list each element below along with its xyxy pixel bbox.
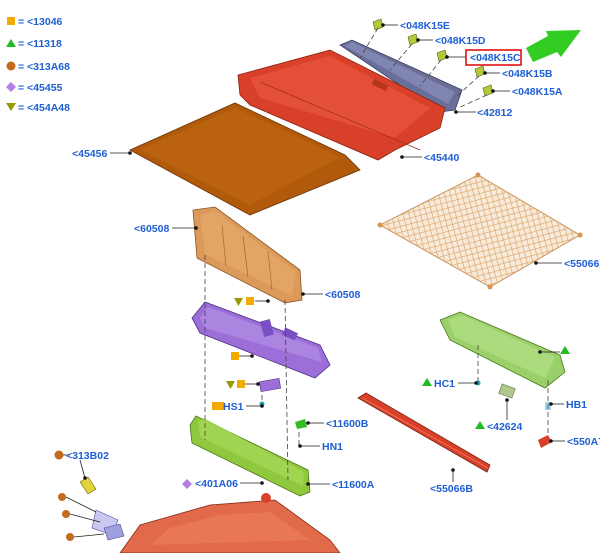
label-42624: <42624 xyxy=(487,421,522,433)
floor-pan xyxy=(119,493,341,553)
label-45456: <45456 xyxy=(72,148,107,160)
legend-diamond-icon xyxy=(6,82,16,92)
legend-label-454A48: = <454A48 xyxy=(18,102,70,114)
callout-labels: <048K15E <048K15D <048K15C <048K15B <048… xyxy=(66,20,600,495)
legend-square-icon xyxy=(7,17,15,25)
rear-seatback-panel xyxy=(192,206,303,304)
side-trim-bracket xyxy=(439,311,566,448)
cargo-net xyxy=(377,172,583,290)
label-401A06: <401A06 xyxy=(195,478,238,490)
label-HS1: HS1 xyxy=(223,401,244,413)
label-048K15A: <048K15A xyxy=(512,86,563,98)
label-048K15E: <048K15E xyxy=(400,20,450,32)
rear-cover-panel xyxy=(237,49,446,161)
legend-triangle-up-icon xyxy=(6,39,16,47)
load-floor-panel xyxy=(129,102,361,216)
label-11600A: <11600A xyxy=(332,479,375,491)
lower-green-bracket xyxy=(189,415,311,497)
legend-label-45455: = <45455 xyxy=(18,82,63,94)
bottom-left-parts xyxy=(58,476,125,541)
square-icon xyxy=(212,402,220,410)
highlight-callout xyxy=(465,30,581,66)
highlight-box xyxy=(465,49,522,66)
label-42812: <42812 xyxy=(477,107,512,119)
fasteners-top xyxy=(359,18,494,109)
triangle-icon xyxy=(475,421,485,429)
label-048K15D: <048K15D xyxy=(435,35,486,47)
label-HC1: HC1 xyxy=(434,378,455,390)
label-60508-upper: <60508 xyxy=(134,223,169,235)
label-313B02: <313B02 xyxy=(66,450,109,462)
triangle-icon xyxy=(560,346,570,354)
label-550A7: <550A7 xyxy=(567,436,600,448)
assembly-lines xyxy=(204,255,549,481)
legend-label-11318: = <11318 xyxy=(18,38,62,50)
label-60508-lower: <60508 xyxy=(325,289,360,301)
legend-triangle-down-icon xyxy=(6,103,16,111)
circle-icon xyxy=(54,450,64,460)
label-048K15B: <048K15B xyxy=(502,68,553,80)
diamond-icon xyxy=(182,479,192,489)
legend: = <13046 = <11318 = <313A68 = <45455 = <… xyxy=(6,16,70,114)
cargo-rail xyxy=(357,392,491,473)
label-11600B: <11600B xyxy=(326,418,369,430)
legend-label-13046: = <13046 xyxy=(18,16,63,28)
label-048K15C: <048K15C xyxy=(470,52,521,64)
label-55066A: <55066A xyxy=(564,258,600,270)
label-HB1: HB1 xyxy=(566,399,587,411)
purple-trim-panel xyxy=(191,301,331,393)
label-45440: <45440 xyxy=(424,152,459,164)
leader-lines xyxy=(60,23,565,538)
legend-label-313A68: = <313A68 xyxy=(18,61,70,73)
triangle-icon xyxy=(422,378,432,386)
green-arrow-icon xyxy=(526,30,581,62)
label-55066B: <55066B xyxy=(430,483,473,495)
legend-circle-icon xyxy=(6,61,16,71)
label-HN1: HN1 xyxy=(322,441,343,453)
callout-icons xyxy=(54,346,570,489)
